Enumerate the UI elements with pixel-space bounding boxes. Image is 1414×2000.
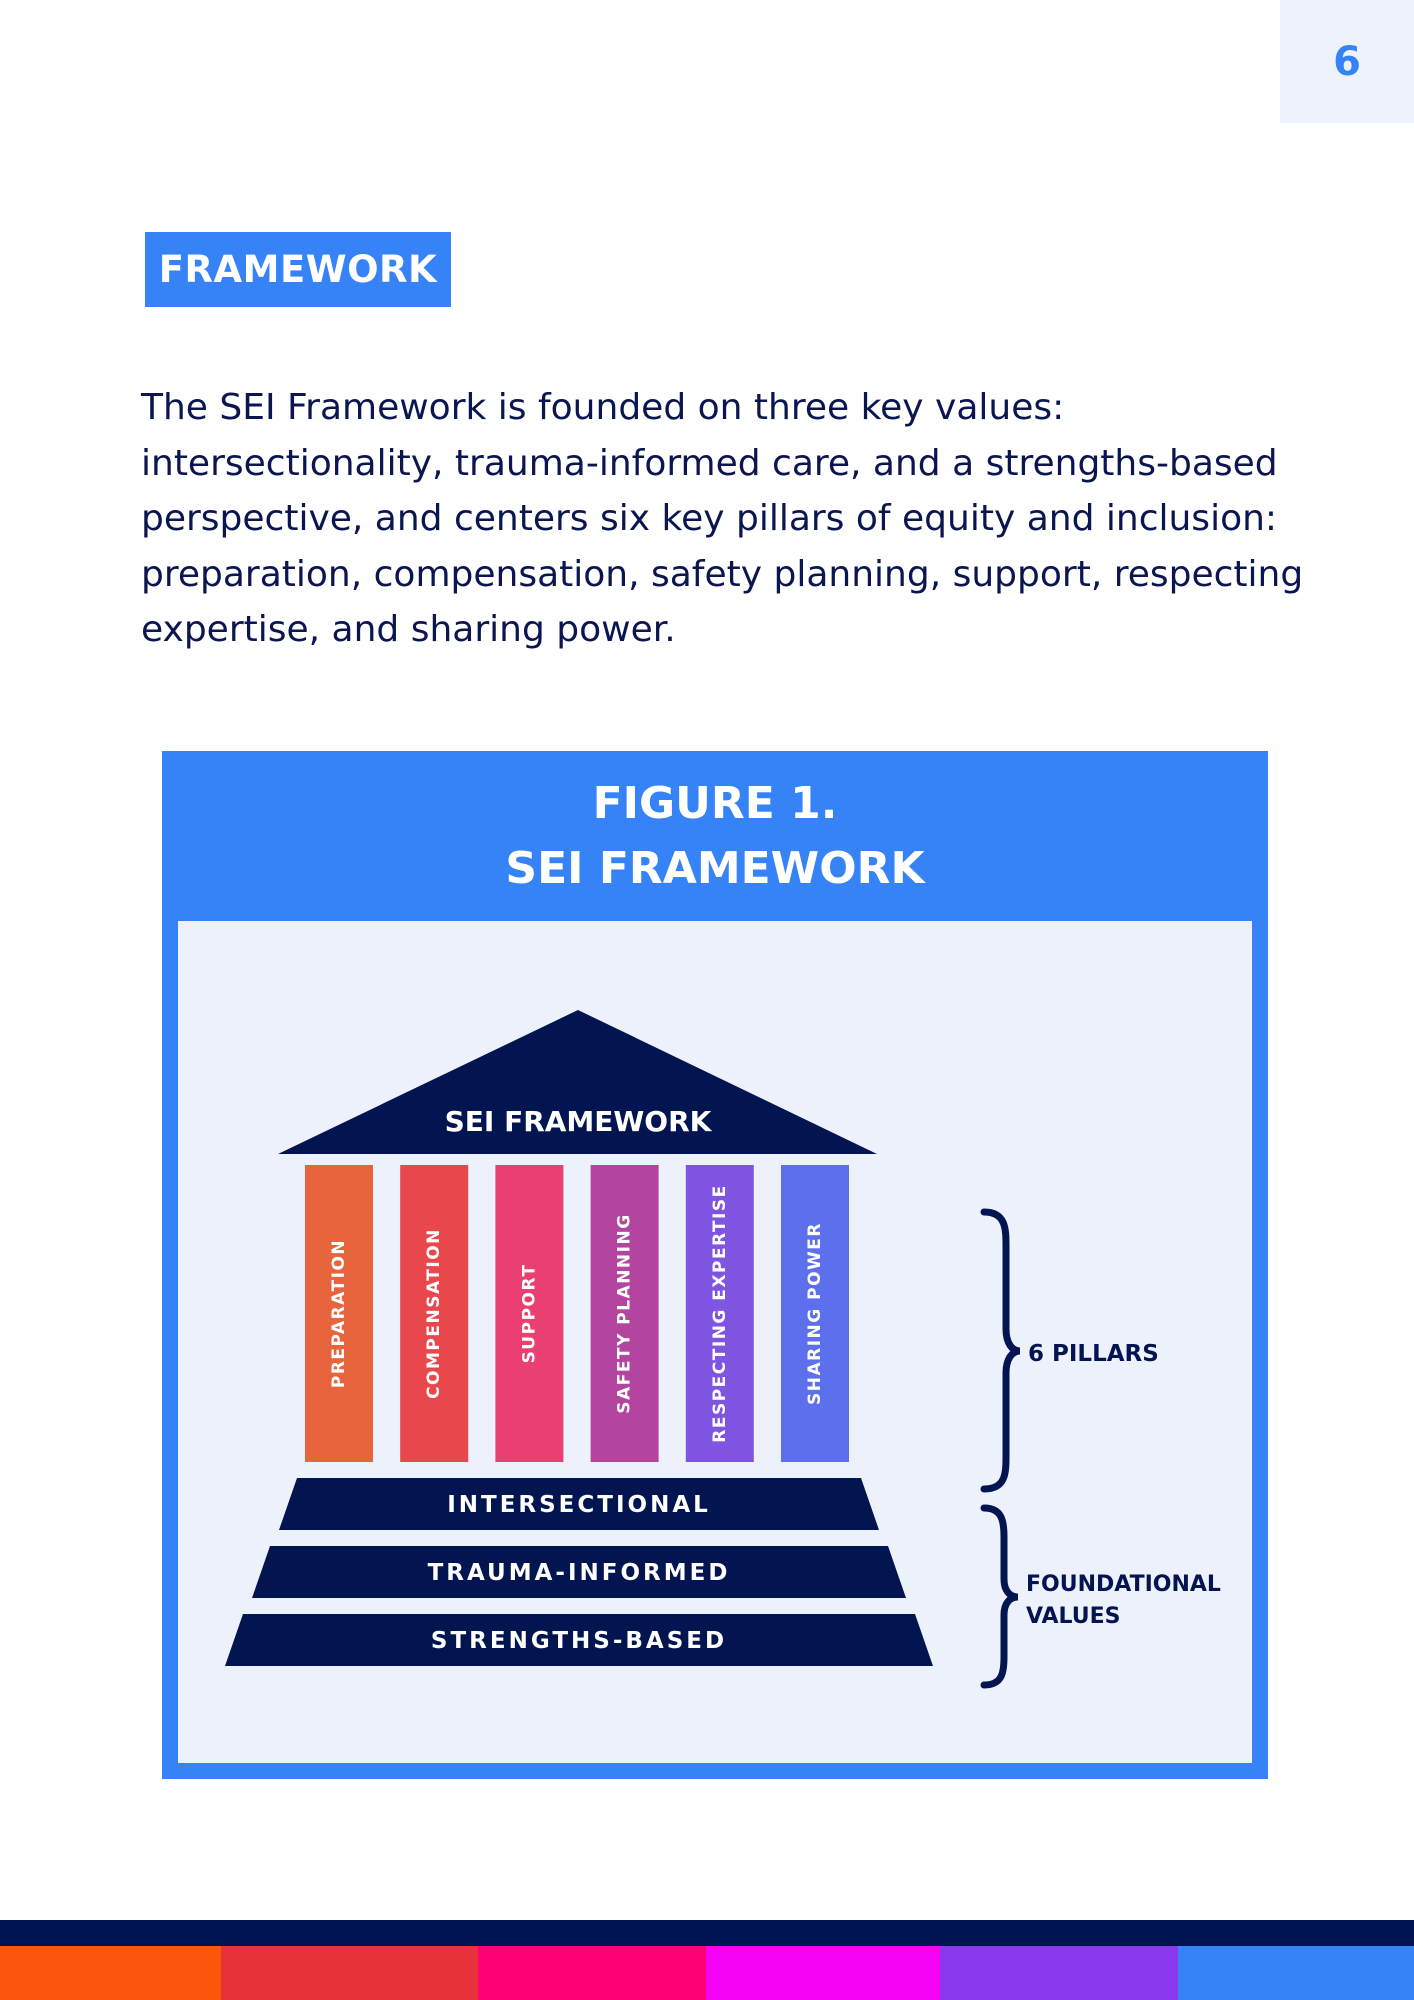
foundation-label: INTERSECTIONAL — [447, 1492, 711, 1518]
pillar-bar — [305, 1165, 373, 1462]
footer-stripe — [706, 1946, 940, 2000]
footer-stripe — [1178, 1946, 1414, 2000]
pillar-respecting-expertise: RESPECTING EXPERTISE — [685, 1165, 754, 1462]
page-number: 6 — [1333, 38, 1361, 85]
section-tag: FRAMEWORK — [145, 232, 451, 307]
framework-diagram: SEI FRAMEWORK PREPARATION COMPENSATION SUP… — [225, 1010, 1221, 1689]
pillar-label: COMPENSATION — [424, 1228, 444, 1399]
pillar-bar — [781, 1165, 849, 1462]
pillars: PREPARATION COMPENSATION SUPPORT SAFETY PLA… — [305, 1165, 849, 1462]
footer-stripe — [940, 1946, 1178, 2000]
pillars-brace-label: 6 PILLARS — [1028, 1341, 1159, 1367]
pillar-bar — [495, 1165, 564, 1462]
roof: SEI FRAMEWORK — [278, 1010, 877, 1154]
foundation-tier — [252, 1546, 906, 1598]
pillar-label: SUPPORT — [519, 1264, 539, 1364]
pillar-label: PREPARATION — [329, 1239, 349, 1388]
roof-shape — [278, 1010, 877, 1154]
pillar-support: SUPPORT — [495, 1165, 564, 1462]
roof-label: SEI FRAMEWORK — [445, 1105, 713, 1138]
intro-paragraph: The SEI Framework is founded on three ke… — [141, 387, 1304, 650]
pillar-preparation: PREPARATION — [305, 1165, 373, 1462]
foundation-tier — [279, 1478, 879, 1530]
values-brace — [980, 1504, 1019, 1689]
foundation-strengths-based: STRENGTHS-BASED — [225, 1614, 933, 1666]
pillars-brace — [980, 1208, 1021, 1493]
pillar-bar — [590, 1165, 659, 1462]
pillar-safety-planning: SAFETY PLANNING — [590, 1165, 659, 1462]
pillar-bar — [400, 1165, 469, 1462]
foundations: INTERSECTIONAL TRAUMA-INFORMED STRENGTHS-B… — [225, 1478, 933, 1666]
foundation-trauma-informed: TRAUMA-INFORMED — [252, 1546, 906, 1598]
figure-panel: FIGURE 1. SEI FRAMEWORK SEI FRAMEWORK PR… — [162, 751, 1268, 1779]
values-brace-label-line1: FOUNDATIONAL — [1026, 1572, 1221, 1597]
pillar-bar — [685, 1165, 754, 1462]
page-number-box: 6 — [1280, 0, 1414, 123]
foundation-label: STRENGTHS-BASED — [431, 1628, 727, 1654]
pillar-label: SHARING POWER — [805, 1222, 825, 1405]
figure-header: FIGURE 1. SEI FRAMEWORK — [162, 751, 1268, 921]
footer-stripe — [0, 1946, 221, 2000]
foundation-intersectional: INTERSECTIONAL — [279, 1478, 879, 1530]
figure-title-line2: SEI FRAMEWORK — [505, 843, 925, 894]
footer-color-stripes — [0, 1946, 1414, 2000]
footer-bar — [0, 1920, 1414, 1946]
footer-stripe — [221, 1946, 478, 2000]
foundation-tier — [225, 1614, 933, 1666]
pillar-label: RESPECTING EXPERTISE — [710, 1184, 730, 1442]
pillar-label: SAFETY PLANNING — [615, 1213, 635, 1413]
values-brace-label-line2: VALUES — [1026, 1604, 1121, 1629]
pillar-compensation: COMPENSATION — [400, 1165, 469, 1462]
pillar-sharing-power: SHARING POWER — [781, 1165, 849, 1462]
figure-title-line1: FIGURE 1. — [592, 778, 838, 829]
foundation-label: TRAUMA-INFORMED — [428, 1560, 731, 1586]
footer-stripe — [478, 1946, 706, 2000]
